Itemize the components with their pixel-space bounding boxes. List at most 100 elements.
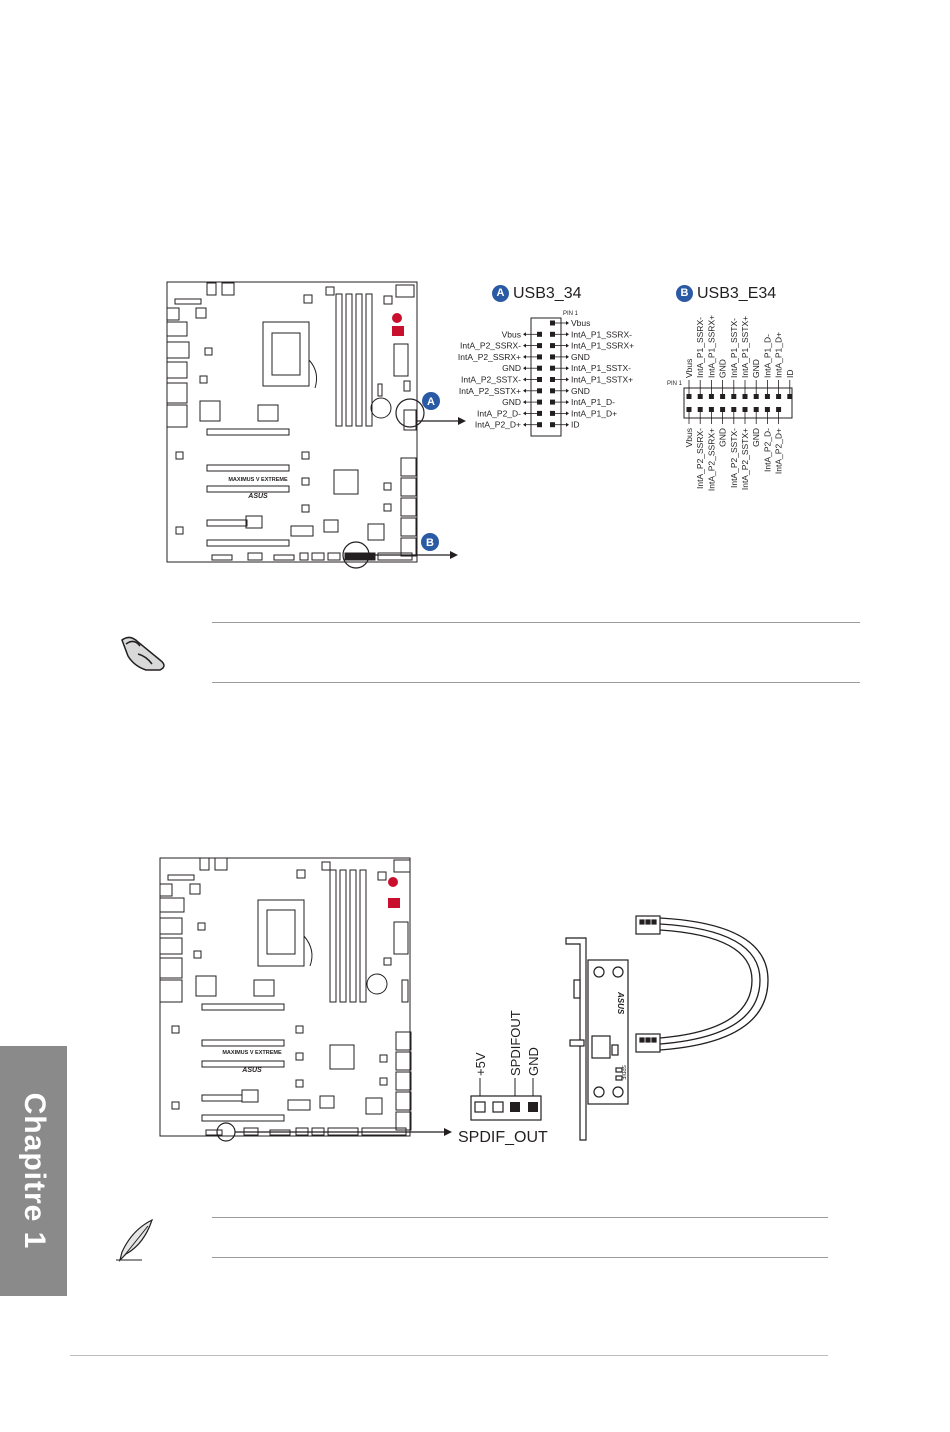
usbe34-top-pin (764, 394, 770, 399)
usbe34-bottom-pin (731, 407, 737, 412)
usbe34-top-pin (742, 394, 748, 399)
bracket-spdif-label: SPDIF (620, 1065, 626, 1080)
usb34-right-pin (550, 343, 555, 349)
note-rule-bottom (212, 1257, 828, 1258)
debug-switch-bottom (388, 898, 400, 908)
svg-text:PIN 1: PIN 1 (667, 381, 683, 387)
usb34-right-label: GND (571, 352, 590, 362)
usbe34-bottom-label: IntA_P2_SSRX+ (706, 428, 716, 491)
note-feather-icon (116, 1218, 154, 1262)
usbe34-top-label: GND (751, 359, 761, 378)
usbe34-top-label: IntA_P1_D+ (774, 332, 784, 378)
usb34-right-pin (550, 399, 555, 405)
usbe34-bottom-label: Vbus (684, 428, 694, 447)
usbe34-top-label: IntA_P1_SSRX+ (706, 315, 716, 378)
usb34-left-pin (537, 377, 542, 382)
usb34-right-pin (550, 422, 555, 428)
warning-rule-bottom (212, 682, 860, 683)
usb34-right-label: IntA_P1_SSRX- (571, 329, 632, 339)
usbe34-top-pin (720, 394, 726, 399)
usbe34-bottom-label: IntA_P2_SSRX- (695, 428, 705, 489)
svg-text:PIN 1: PIN 1 (563, 311, 579, 317)
usbe34-top-label: ID (785, 370, 795, 379)
usbe34-top-label: IntA_P1_D- (762, 334, 772, 378)
usbe34-top-pin (686, 394, 692, 399)
usbe34-bottom-pin (708, 407, 714, 412)
usb34-left-pin (537, 399, 542, 405)
usbe34-bottom-label: GND (718, 428, 728, 447)
usbe34-top-pin (787, 394, 793, 399)
note-rule-top (212, 1217, 828, 1218)
usbe34-top-label: IntA_P1_SSTX+ (740, 316, 750, 378)
usb3-figure: MAXIMUS V EXTREME ASUS A B PIN 1 VbusInt… (166, 281, 795, 569)
usbe34-bottom-label: IntA_P2_SSTX- (729, 428, 739, 488)
usb34-right-label: IntA_P1_SSTX- (571, 363, 631, 373)
debug-led (392, 313, 402, 323)
brand-logo: ASUS (247, 493, 268, 500)
svg-text:MAXIMUS V EXTREME: MAXIMUS V EXTREME (222, 1050, 282, 1056)
usbe34-bottom-pin (776, 407, 782, 412)
usbe34-bottom-pin (697, 407, 703, 412)
callout-b-badge (421, 533, 439, 551)
footer-rule (70, 1355, 828, 1356)
usb34-right-pin (550, 410, 555, 416)
usb34-right-label: IntA_P1_D+ (571, 408, 617, 418)
usbe34-top-pin (731, 394, 737, 399)
usb3-34-pin-diagram: PIN 1 VbusIntA_P1_SSRX-IntA_P1_SSRX+GNDI… (458, 311, 634, 437)
usbe34-bottom-label: IntA_P2_SSTX+ (740, 428, 750, 490)
usb34-left-pin (537, 410, 542, 416)
usbe34-top-label: IntA_P1_SSRX- (695, 317, 705, 378)
bracket-brand: ASUS (616, 991, 625, 1015)
usbe34-top-label: IntA_P1_SSTX- (729, 318, 739, 378)
usbe34-top-pin (708, 394, 714, 399)
usb34-left-label: IntA_P2_SSRX- (460, 341, 521, 351)
usb34-left-pin (537, 422, 542, 428)
usb34-right-pin (550, 354, 555, 360)
usb34-left-pin (537, 388, 542, 394)
usbe34-top-pin (776, 394, 782, 399)
usb34-left-label: IntA_P2_SSTX+ (459, 386, 521, 396)
usbe34-bottom-pin (686, 407, 692, 412)
usb34-right-pin (550, 331, 555, 337)
usbe34-bottom-label: GND (751, 428, 761, 447)
usb34-left-pin (537, 365, 542, 371)
usb34-right-label: IntA_P1_SSTX+ (571, 375, 633, 385)
usbe34-bottom-pin (720, 407, 726, 412)
spdif-bracket-module (565, 915, 769, 1141)
motherboard-diagram-top (166, 281, 418, 563)
usb34-right-pin (550, 377, 555, 382)
usb34-left-label: IntA_P2_SSTX- (461, 375, 521, 385)
spdif-pin-spdifout: SPDIFOUT (508, 1010, 523, 1076)
debug-led-bottom (388, 877, 398, 887)
warning-rule-top (212, 622, 860, 623)
debug-switch (392, 326, 404, 336)
svg-text:A: A (427, 396, 435, 408)
spdif-pin-5v: +5V (473, 1052, 488, 1076)
spdif-callout-circle (216, 1122, 236, 1142)
spdif-figure: MAXIMUS V EXTREME ASUS +5V SPDIFOUT GND … (159, 857, 769, 1146)
usb34-right-label: IntA_P1_D- (571, 397, 615, 407)
usbe34-top-label: Vbus (684, 359, 694, 378)
usb34-left-label: IntA_P2_SSRX+ (458, 352, 521, 362)
callout-a-circle (395, 398, 425, 428)
motherboard-diagram-bottom (159, 857, 412, 1137)
chapter-side-tab: Chapitre 1 (0, 1046, 67, 1296)
usb34-left-pin (537, 343, 542, 349)
chapter-tab-label: Chapitre 1 (17, 1092, 51, 1250)
usb34-left-label: GND (502, 363, 521, 373)
usbe34-top-label: GND (718, 359, 728, 378)
svg-text:ASUS: ASUS (241, 1067, 262, 1074)
usbe34-bottom-pin (742, 407, 748, 412)
usb34-right-label: IntA_P1_SSRX+ (571, 341, 634, 351)
svg-text:B: B (426, 537, 434, 549)
usb34-right-pin (550, 365, 555, 371)
usb34-right-label: Vbus (571, 318, 590, 328)
usbe34-bottom-label: IntA_P2_D- (762, 428, 772, 472)
usbe34-top-pin (753, 394, 759, 399)
usbe34-top-pin (697, 394, 703, 399)
usb34-right-label: ID (571, 420, 580, 430)
usb34-left-label: IntA_P2_D+ (475, 420, 521, 430)
usb34-left-label: Vbus (502, 329, 521, 339)
